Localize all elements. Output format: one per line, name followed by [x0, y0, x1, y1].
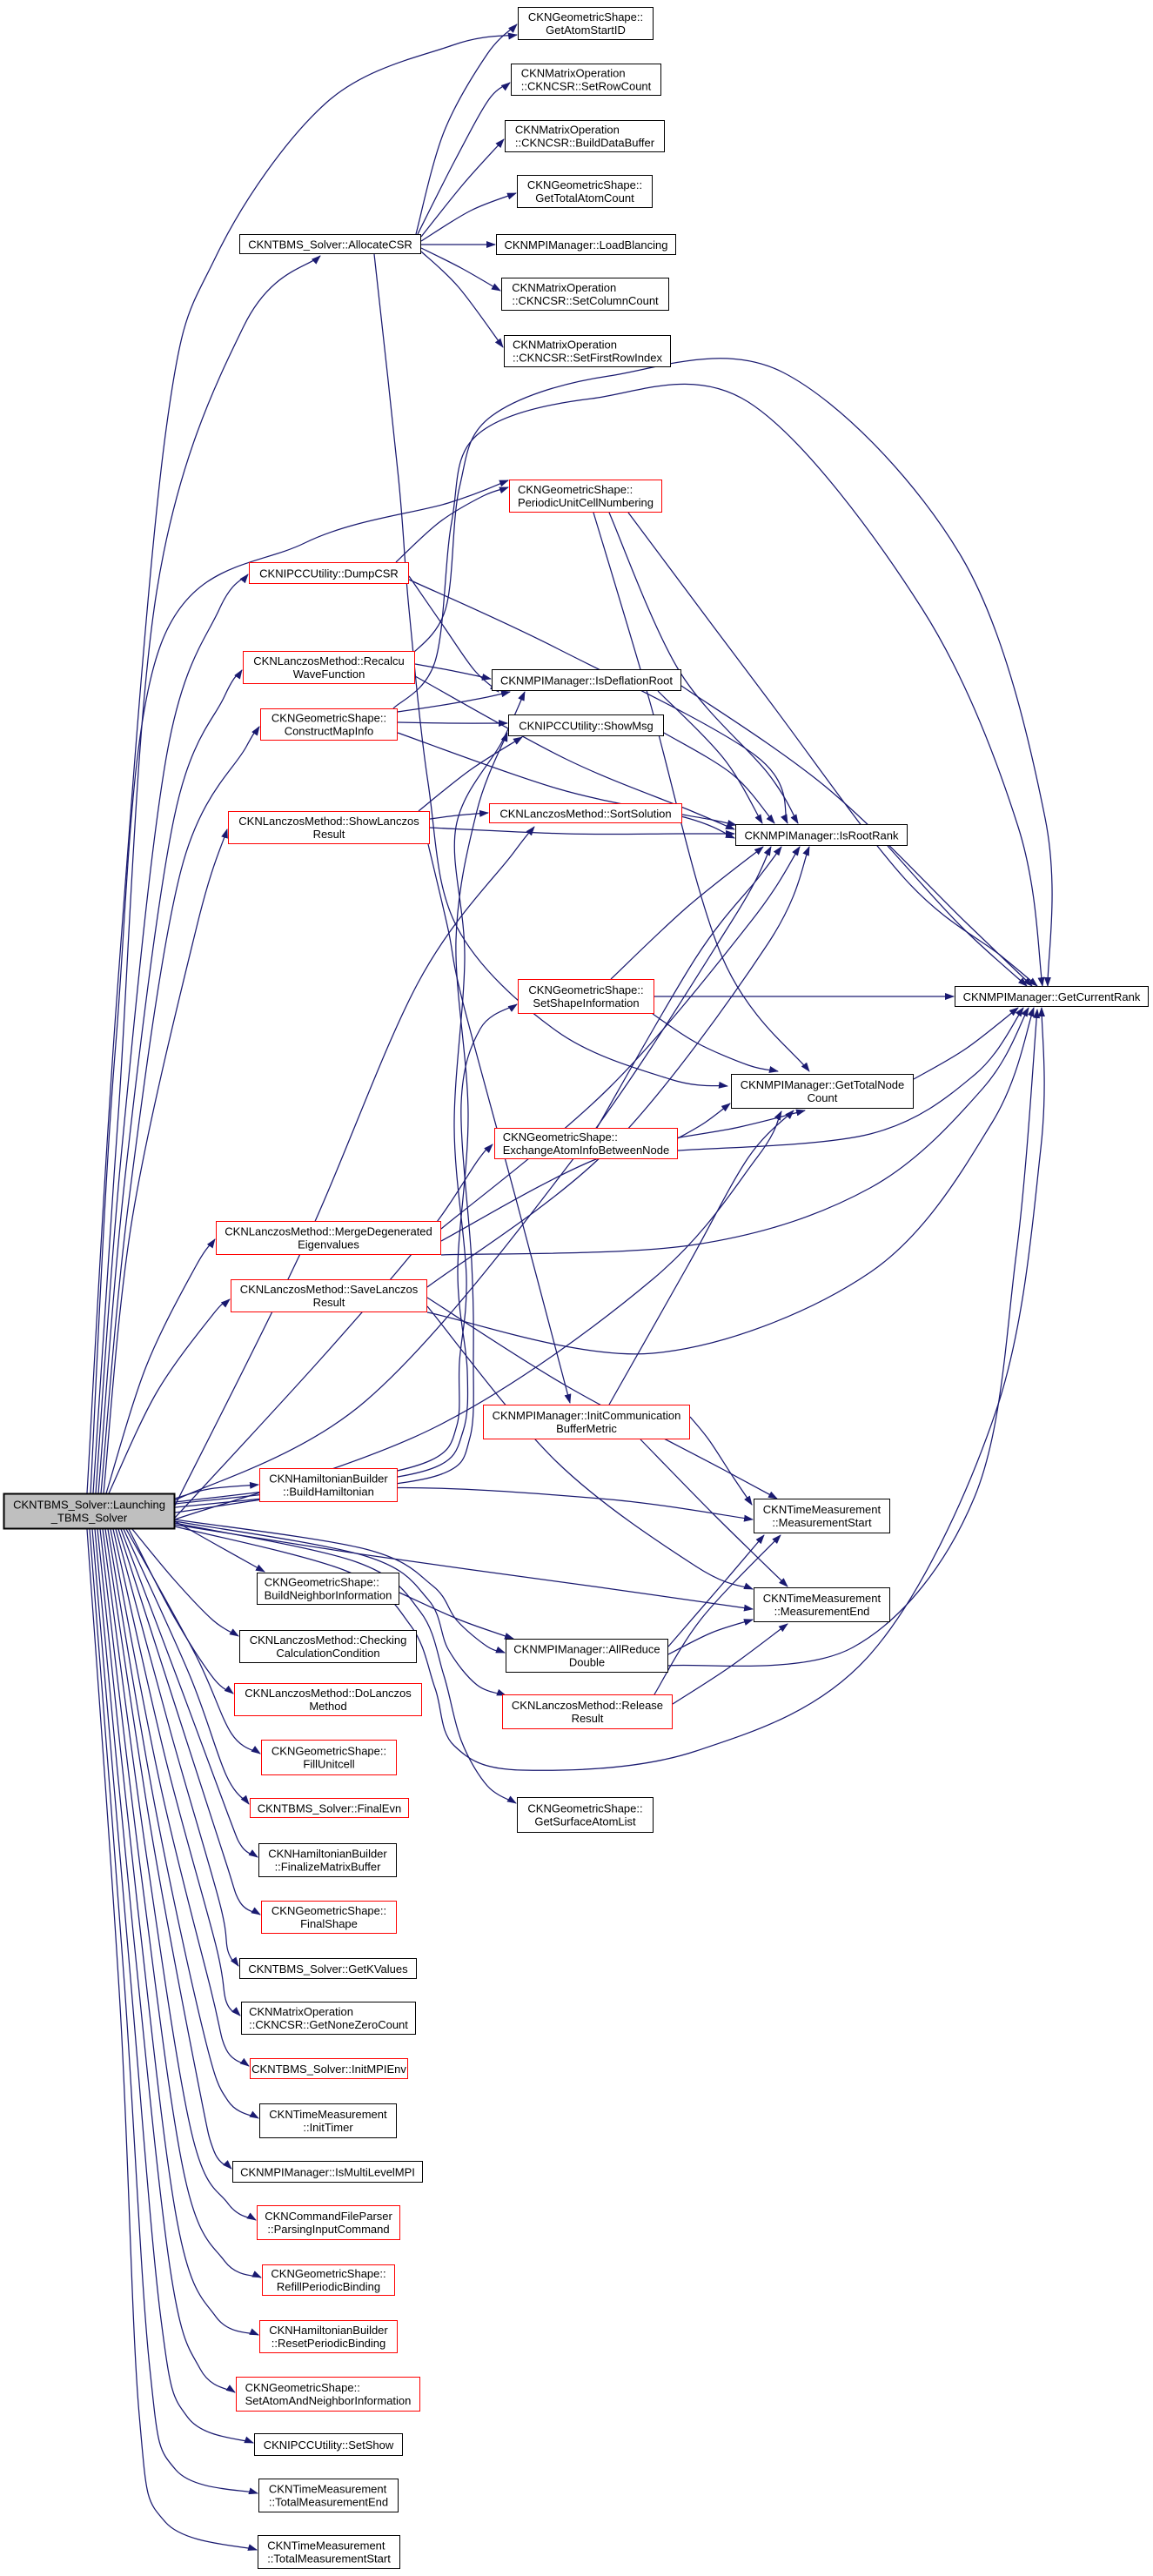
svg-text:CKNTBMS_Solver::InitMPIEnv: CKNTBMS_Solver::InitMPIEnv: [251, 2063, 406, 2076]
svg-text:CKNLanczosMethod::SortSolution: CKNLanczosMethod::SortSolution: [499, 807, 671, 820]
svg-text:GetAtomStartID: GetAtomStartID: [546, 23, 626, 37]
svg-text:CKNTimeMeasurement: CKNTimeMeasurement: [763, 1503, 882, 1516]
svg-text:Double: Double: [569, 1655, 605, 1668]
svg-text:CKNHamiltonianBuilder: CKNHamiltonianBuilder: [268, 1847, 387, 1860]
svg-text:CKNLanczosMethod::SaveLanczos: CKNLanczosMethod::SaveLanczos: [240, 1283, 419, 1296]
svg-text:CKNMPIManager::IsMultiLevelMPI: CKNMPIManager::IsMultiLevelMPI: [240, 2165, 415, 2178]
svg-text:FillUnitcell: FillUnitcell: [303, 1757, 354, 1770]
svg-text:ConstructMapInfo: ConstructMapInfo: [285, 724, 374, 737]
svg-text:CalculationCondition: CalculationCondition: [276, 1647, 379, 1660]
svg-text:CKNGeometricShape::: CKNGeometricShape::: [528, 983, 643, 996]
svg-text:CKNGeometricShape::: CKNGeometricShape::: [245, 2381, 360, 2394]
svg-text:CKNGeometricShape::: CKNGeometricShape::: [271, 1904, 386, 1917]
svg-text:CKNLanczosMethod::Checking: CKNLanczosMethod::Checking: [250, 1633, 407, 1647]
svg-text:RefillPeriodicBinding: RefillPeriodicBinding: [277, 2280, 380, 2293]
svg-text:CKNTimeMeasurement: CKNTimeMeasurement: [267, 2539, 385, 2552]
svg-text:CKNMPIManager::LoadBlancing: CKNMPIManager::LoadBlancing: [505, 238, 668, 252]
svg-text:Eigenvalues: Eigenvalues: [298, 1238, 359, 1251]
svg-text:::TotalMeasurementEnd: ::TotalMeasurementEnd: [269, 2495, 388, 2508]
svg-text:CKNMPIManager::GetTotalNode: CKNMPIManager::GetTotalNode: [741, 1078, 905, 1091]
svg-text:_TBMS_Solver: _TBMS_Solver: [50, 1511, 128, 1524]
svg-text:CKNMatrixOperation: CKNMatrixOperation: [513, 338, 617, 351]
svg-text:CKNGeometricShape::: CKNGeometricShape::: [527, 178, 642, 191]
svg-text:GetTotalAtomCount: GetTotalAtomCount: [535, 191, 634, 205]
svg-text:CKNHamiltonianBuilder: CKNHamiltonianBuilder: [269, 1472, 388, 1485]
svg-text:::ParsingInputCommand: ::ParsingInputCommand: [267, 2223, 389, 2236]
svg-text:CKNLanczosMethod::ShowLanczos: CKNLanczosMethod::ShowLanczos: [238, 815, 419, 828]
svg-text:CKNTBMS_Solver::AllocateCSR: CKNTBMS_Solver::AllocateCSR: [248, 238, 412, 251]
svg-text:CKNGeometricShape::: CKNGeometricShape::: [271, 2267, 385, 2280]
svg-text:::CKNCSR::SetRowCount: ::CKNCSR::SetRowCount: [521, 79, 652, 92]
svg-text:CKNGeometricShape::: CKNGeometricShape::: [518, 483, 633, 496]
svg-text:CKNLanczosMethod::Release: CKNLanczosMethod::Release: [512, 1699, 663, 1712]
svg-text:::BuildHamiltonian: ::BuildHamiltonian: [283, 1485, 374, 1498]
svg-text:Result: Result: [572, 1712, 604, 1725]
svg-text:CKNIPCCUtility::DumpCSR: CKNIPCCUtility::DumpCSR: [259, 567, 399, 580]
svg-text:FinalShape: FinalShape: [300, 1917, 358, 1930]
svg-text:CKNMPIManager::GetCurrentRank: CKNMPIManager::GetCurrentRank: [963, 990, 1141, 1003]
svg-text:CKNCommandFileParser: CKNCommandFileParser: [265, 2210, 392, 2223]
svg-text:BuildNeighborInformation: BuildNeighborInformation: [265, 1588, 392, 1601]
svg-text:CKNMPIManager::IsRootRank: CKNMPIManager::IsRootRank: [744, 828, 899, 842]
svg-text:Result: Result: [313, 1296, 345, 1309]
svg-text:CKNLanczosMethod::Recalcu: CKNLanczosMethod::Recalcu: [253, 654, 404, 667]
svg-text:CKNTimeMeasurement: CKNTimeMeasurement: [269, 2108, 387, 2121]
svg-text:CKNTimeMeasurement: CKNTimeMeasurement: [269, 2482, 387, 2495]
svg-text:BufferMetric: BufferMetric: [556, 1422, 617, 1435]
svg-text:::ResetPeriodicBinding: ::ResetPeriodicBinding: [271, 2337, 386, 2350]
svg-text:CKNLanczosMethod::MergeDegener: CKNLanczosMethod::MergeDegenerated: [225, 1224, 432, 1238]
svg-text:CKNMPIManager::InitCommunicati: CKNMPIManager::InitCommunication: [493, 1409, 681, 1422]
svg-text:CKNGeometricShape::: CKNGeometricShape::: [271, 711, 386, 724]
svg-text:CKNTBMS_Solver::Launching: CKNTBMS_Solver::Launching: [13, 1498, 165, 1511]
svg-text:CKNGeometricShape::: CKNGeometricShape::: [527, 1801, 642, 1815]
svg-text:ExchangeAtomInfoBetweenNode: ExchangeAtomInfoBetweenNode: [503, 1144, 670, 1157]
svg-text:CKNMPIManager::IsDeflationRoot: CKNMPIManager::IsDeflationRoot: [500, 674, 673, 687]
svg-text:CKNMatrixOperation: CKNMatrixOperation: [521, 66, 626, 79]
svg-text:::CKNCSR::SetColumnCount: ::CKNCSR::SetColumnCount: [512, 294, 659, 307]
svg-text:::InitTimer: ::InitTimer: [303, 2121, 353, 2134]
svg-text:::MeasurementEnd: ::MeasurementEnd: [774, 1605, 870, 1618]
svg-text:Count: Count: [808, 1091, 838, 1104]
svg-text:CKNIPCCUtility::ShowMsg: CKNIPCCUtility::ShowMsg: [519, 719, 654, 732]
svg-text:SetShapeInformation: SetShapeInformation: [533, 996, 639, 1010]
svg-text:CKNMatrixOperation: CKNMatrixOperation: [515, 123, 620, 136]
svg-text:CKNMPIManager::AllReduce: CKNMPIManager::AllReduce: [513, 1642, 660, 1655]
svg-text:CKNTBMS_Solver::GetKValues: CKNTBMS_Solver::GetKValues: [248, 1962, 408, 1976]
svg-text:Method: Method: [309, 1700, 346, 1713]
svg-text:::TotalMeasurementStart: ::TotalMeasurementStart: [267, 2552, 391, 2565]
svg-text:CKNLanczosMethod::DoLanczos: CKNLanczosMethod::DoLanczos: [245, 1687, 412, 1700]
svg-text:::FinalizeMatrixBuffer: ::FinalizeMatrixBuffer: [275, 1860, 382, 1873]
svg-text:CKNHamiltonianBuilder: CKNHamiltonianBuilder: [269, 2324, 388, 2337]
svg-text:::CKNCSR::GetNoneZeroCount: ::CKNCSR::GetNoneZeroCount: [249, 2018, 408, 2031]
svg-text:CKNGeometricShape::: CKNGeometricShape::: [271, 1744, 386, 1757]
svg-text:::MeasurementStart: ::MeasurementStart: [772, 1516, 872, 1529]
svg-text:CKNGeometricShape::: CKNGeometricShape::: [265, 1575, 379, 1588]
svg-text:::CKNCSR::SetFirstRowIndex: ::CKNCSR::SetFirstRowIndex: [513, 351, 662, 364]
svg-text:PeriodicUnitCellNumbering: PeriodicUnitCellNumbering: [518, 496, 654, 509]
svg-text:CKNIPCCUtility::SetShow: CKNIPCCUtility::SetShow: [264, 2438, 394, 2452]
svg-text:WaveFunction: WaveFunction: [293, 667, 365, 681]
svg-text:CKNTimeMeasurement: CKNTimeMeasurement: [763, 1592, 882, 1605]
svg-text:CKNGeometricShape::: CKNGeometricShape::: [528, 10, 643, 23]
svg-text:CKNMatrixOperation: CKNMatrixOperation: [512, 281, 616, 294]
svg-text:CKNTBMS_Solver::FinalEvn: CKNTBMS_Solver::FinalEvn: [258, 1801, 401, 1815]
svg-text:::CKNCSR::BuildDataBuffer: ::CKNCSR::BuildDataBuffer: [515, 136, 655, 149]
svg-text:SetAtomAndNeighborInformation: SetAtomAndNeighborInformation: [245, 2394, 412, 2407]
svg-text:CKNMatrixOperation: CKNMatrixOperation: [249, 2005, 353, 2018]
svg-text:CKNGeometricShape::: CKNGeometricShape::: [503, 1130, 618, 1144]
svg-text:Result: Result: [313, 828, 345, 841]
svg-text:GetSurfaceAtomList: GetSurfaceAtomList: [534, 1815, 636, 1828]
